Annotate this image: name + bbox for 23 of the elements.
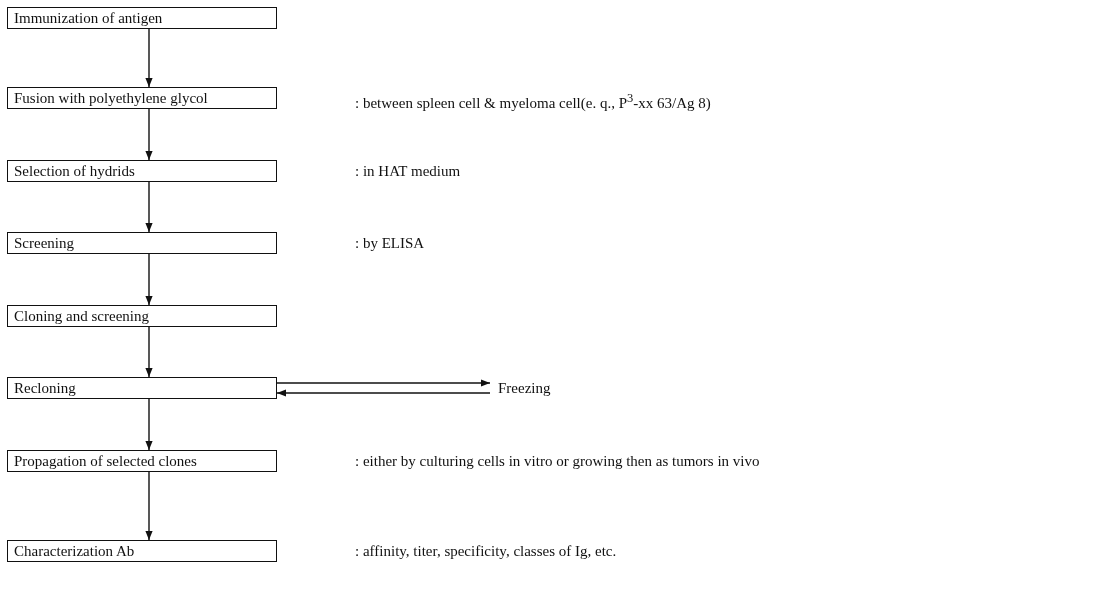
arrow [276, 389, 491, 397]
step-note: : by ELISA [355, 234, 426, 253]
process-box: Recloning [7, 377, 277, 399]
process-box: Fusion with polyethylene glycol [7, 87, 277, 109]
arrow [145, 398, 153, 451]
arrow [145, 181, 153, 233]
process-box: Selection of hydrids [7, 160, 277, 182]
step-note: : either by culturing cells in vitro or growing then as tumors in vivo [355, 452, 761, 471]
step-label: Freezing [490, 378, 570, 400]
step-note: : affinity, titer, specificity, classes of Ig, etc. [355, 542, 618, 561]
process-box: Characterization Ab [7, 540, 277, 562]
arrow [145, 108, 153, 161]
arrow [145, 28, 153, 88]
process-box: Propagation of selected clones [7, 450, 277, 472]
step-note: : between spleen cell & myeloma cell(e. q., P$^{3}$-xx 63/Ag 8) [355, 90, 712, 113]
arrow [145, 471, 153, 541]
arrow [145, 253, 153, 306]
arrow [276, 379, 491, 387]
process-box: Immunization of antigen [7, 7, 277, 29]
arrow [145, 326, 153, 378]
process-box: Screening [7, 232, 277, 254]
process-box: Cloning and screening [7, 305, 277, 327]
step-note: : in HAT medium [355, 162, 462, 181]
